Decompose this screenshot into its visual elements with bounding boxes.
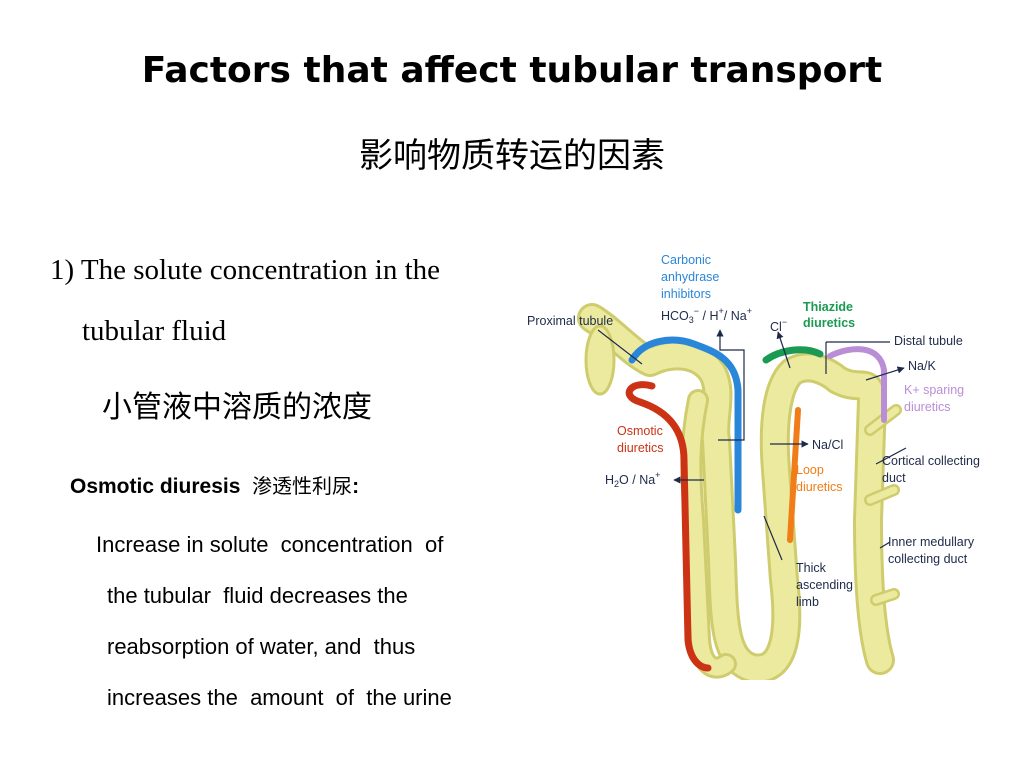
label-h2o-sub: 2 <box>614 479 619 489</box>
inner-leader <box>879 541 891 549</box>
osmotic-site <box>625 381 712 672</box>
label-hco3-base: HCO <box>661 309 689 323</box>
point-line-1: 1) The solute concentration in the <box>50 254 441 286</box>
cortical-leader <box>875 447 907 465</box>
label-carbonic-1: Carbonic <box>661 253 711 267</box>
label-carbonic-2: anhydrase <box>661 270 719 284</box>
body-line-3: reabsorption of water, and thus <box>107 634 416 659</box>
label-h2o-rest: O / Na <box>619 473 655 487</box>
label-cortical-2: duct <box>882 471 906 485</box>
label-hco3-h: / H <box>699 309 718 323</box>
glomerulus <box>584 324 616 396</box>
proximal-leader <box>597 329 643 365</box>
cl-arrow <box>776 331 791 369</box>
label-hco3-sup: − <box>694 306 699 316</box>
hco3-arrow <box>716 329 745 441</box>
thick-leader <box>763 515 783 561</box>
loop-diuretic-site <box>787 407 801 543</box>
osmotic-heading-cn: 渗透性利尿 <box>252 474 353 498</box>
slide-subtitle: 影响物质转运的因素 <box>359 136 665 176</box>
label-hco3-nasup: + <box>747 306 752 316</box>
label-nacl: Na/Cl <box>812 438 843 452</box>
label-thiazide-1: Thiazide <box>803 300 853 314</box>
label-thick-3: limb <box>796 595 819 609</box>
label-h2o: H2O / Na+ <box>605 470 660 489</box>
tubule-body <box>580 306 892 680</box>
body-line-4: increases the amount of the urine <box>107 685 452 710</box>
body-line-2: the tubular fluid decreases the <box>107 583 408 608</box>
label-h2o-sup: + <box>655 470 660 480</box>
label-hco3-sub: 3 <box>689 315 694 325</box>
label-cl: Cl− <box>770 317 787 334</box>
collecting-branch-2-fill <box>866 486 898 504</box>
label-osmotic-2: diuretics <box>617 441 664 455</box>
label-cl-base: Cl <box>770 320 782 334</box>
label-k-sparing-1: K+ sparing <box>904 383 964 397</box>
label-inner-2: collecting duct <box>888 552 968 566</box>
carbonic-anhydrase-site <box>628 336 742 514</box>
label-nak: Na/K <box>908 359 936 373</box>
label-k-sparing-2: diuretics <box>904 400 951 414</box>
point-chinese: 小管液中溶质的浓度 <box>102 390 372 425</box>
label-carbonic-3: inhibitors <box>661 287 711 301</box>
label-inner-1: Inner medullary <box>888 535 975 549</box>
label-hco3-hsup: + <box>719 306 724 316</box>
label-hco3-na: / Na <box>724 309 747 323</box>
label-loop-2: diuretics <box>796 480 843 494</box>
label-loop-1: Loop <box>796 463 824 477</box>
nephron-diagram: Carbonic anhydrase inhibitors HCO3− / H+… <box>527 253 980 680</box>
point-line-2: tubular fluid <box>82 315 227 347</box>
osmotic-heading-en: Osmotic diuresis <box>70 475 253 498</box>
nak-arrow <box>865 366 905 381</box>
leader-lines <box>597 329 907 561</box>
thiazide-site <box>762 346 824 364</box>
slide-title: Factors that affect tubular transport <box>141 50 883 91</box>
label-hco3: HCO3− / H+/ Na+ <box>661 306 752 325</box>
collecting-branch-3-fill <box>872 590 898 604</box>
label-cortical-1: Cortical collecting <box>882 454 980 468</box>
label-cl-sup: − <box>782 317 787 327</box>
label-thiazide-2: diuretics <box>803 316 855 330</box>
label-osmotic-1: Osmotic <box>617 424 663 438</box>
label-thick-1: Thick <box>796 561 827 575</box>
k-sparing-site <box>827 346 887 423</box>
labels: Carbonic anhydrase inhibitors HCO3− / H+… <box>527 253 980 609</box>
nephron-tubule <box>577 303 902 680</box>
osmotic-heading: Osmotic diuresis 渗透性利尿: <box>70 470 359 499</box>
label-h2o-base: H <box>605 473 614 487</box>
descending-limb-fill <box>683 392 734 676</box>
label-thick-2: ascending <box>796 578 853 592</box>
body-line-1: Increase in solute concentration of <box>96 532 444 557</box>
label-distal-tubule: Distal tubule <box>894 334 963 348</box>
osmotic-heading-colon: : <box>352 475 360 498</box>
label-proximal-tubule: Proximal tubule <box>527 314 613 328</box>
